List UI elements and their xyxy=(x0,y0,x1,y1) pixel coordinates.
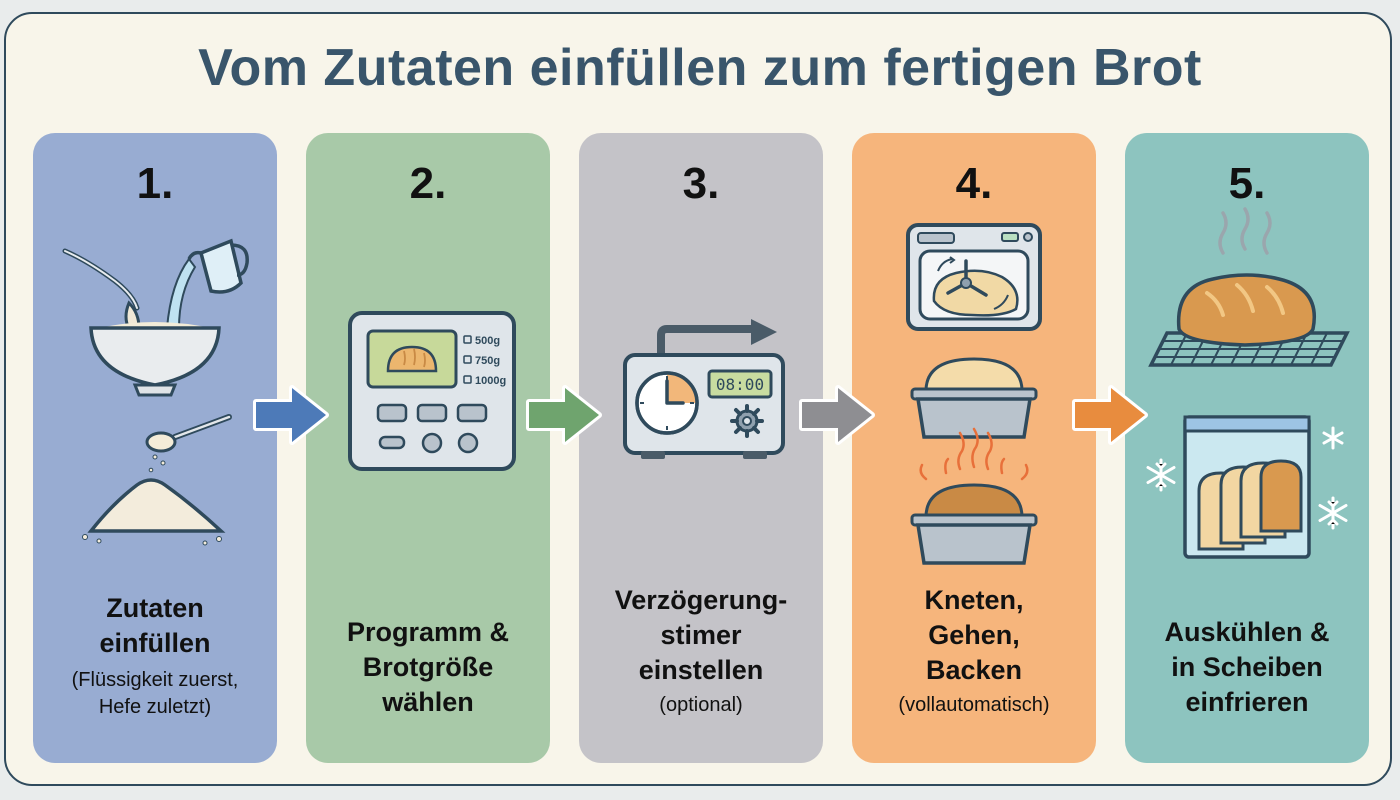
step-panel-2: 2. 500g 750g 1000g Programm & Brotgröße … xyxy=(306,133,550,763)
baking-bread-pan-icon xyxy=(910,427,1038,565)
step-note-line: (optional) xyxy=(659,694,743,716)
step-caption: Zutaten einfüllen (Flüssigkeit zuerst, H… xyxy=(33,591,277,721)
step-number: 1. xyxy=(136,159,174,208)
step-label-line: wählen xyxy=(382,687,474,717)
cooling-bread-rack-icon xyxy=(1148,207,1350,367)
size-option-500g: 500g xyxy=(475,335,500,347)
step-label-line: Kneten, xyxy=(924,585,1024,615)
timer-display: 08:00 xyxy=(716,375,764,394)
step-panel-1: 1. Zutaten einfüllen (F xyxy=(33,133,277,763)
step-panel-3: 3. 08:00 Verzögerung- stimer einstellen … xyxy=(579,133,823,763)
step-label-line: Brotgröße xyxy=(362,652,494,682)
size-option-1000g: 1000g xyxy=(475,375,506,387)
flour-pile-spoon-icon xyxy=(82,414,232,546)
step-note-line: Hefe zuletzt) xyxy=(98,696,212,718)
step-caption: Kneten, Gehen, Backen (vollautomatisch) xyxy=(852,583,1096,719)
step-label-line: Zutaten xyxy=(106,593,204,623)
bread-machine-panel-icon: 500g 750g 1000g xyxy=(348,311,516,471)
step-label-line: stimer xyxy=(660,620,742,650)
step-label-line: Verzögerung- xyxy=(614,585,788,615)
step-number: 5. xyxy=(1228,159,1266,208)
step-number: 2. xyxy=(409,159,447,208)
step-label-line: in Scheiben xyxy=(1171,652,1323,682)
kneading-machine-icon xyxy=(906,223,1042,331)
step-label-line: Auskühlen & xyxy=(1164,617,1330,647)
step-label-line: Programm & xyxy=(346,617,510,647)
step-note-line: (vollautomatisch) xyxy=(898,694,1050,716)
step-caption: Auskühlen & in Scheiben einfrieren xyxy=(1125,615,1369,720)
gear-icon xyxy=(730,404,764,438)
step-number: 3. xyxy=(682,159,720,208)
pouring-bowl-icon xyxy=(62,238,249,397)
step-panel-4: 4. Kneten, Gehen, Backen (vollautomatisc… xyxy=(852,133,1096,763)
step-label-line: Backen xyxy=(925,655,1023,685)
snowflake-icon xyxy=(1146,426,1348,530)
step-number: 4. xyxy=(955,159,993,208)
rising-dough-pan-icon xyxy=(910,357,1038,439)
page-title: Vom Zutaten einfüllen zum fertigen Brot xyxy=(198,39,1202,97)
step-note-line: (Flüssigkeit zuerst, xyxy=(71,669,239,691)
step-caption: Verzögerung- stimer einstellen (optional… xyxy=(579,583,823,719)
step-label-line: einfrieren xyxy=(1185,687,1309,717)
bread-slice-stack xyxy=(1197,459,1303,551)
delay-timer-icon: 08:00 xyxy=(623,319,785,459)
step-arrow-1-to-2 xyxy=(253,385,329,445)
size-option-750g: 750g xyxy=(475,355,500,367)
step-caption: Programm & Brotgröße wählen xyxy=(306,615,550,720)
step-arrow-2-to-3 xyxy=(526,385,602,445)
step-panel-5: 5. xyxy=(1125,133,1369,763)
step-arrow-4-to-5 xyxy=(1072,385,1148,445)
frozen-slices-bag-icon xyxy=(1183,415,1311,559)
step-arrow-3-to-4 xyxy=(799,385,875,445)
step-label-line: einstellen xyxy=(638,655,764,685)
step-label-line: einfüllen xyxy=(99,628,211,658)
step-label-line: Gehen, xyxy=(928,620,1020,650)
